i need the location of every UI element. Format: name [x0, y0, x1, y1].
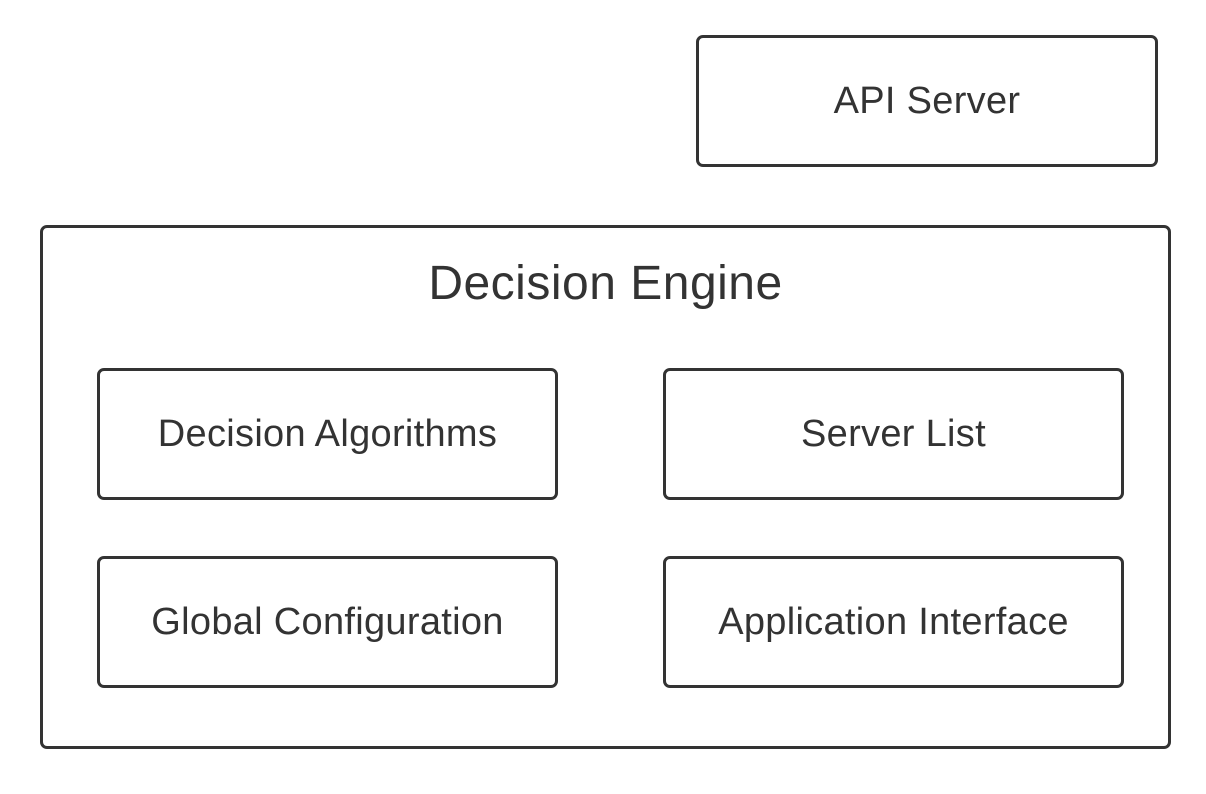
application-interface-box: Application Interface: [663, 556, 1124, 688]
api-server-label: API Server: [833, 79, 1021, 122]
decision-algorithms-label: Decision Algorithms: [157, 412, 498, 455]
server-list-box: Server List: [663, 368, 1124, 500]
decision-engine-box: Decision Engine Decision Algorithms Serv…: [40, 225, 1171, 749]
decision-algorithms-box: Decision Algorithms: [97, 368, 558, 500]
decision-engine-title: Decision Engine: [428, 257, 783, 310]
api-server-box: API Server: [696, 35, 1158, 167]
application-interface-label: Application Interface: [718, 600, 1069, 643]
global-configuration-box: Global Configuration: [97, 556, 558, 688]
server-list-label: Server List: [801, 412, 986, 455]
global-configuration-label: Global Configuration: [151, 600, 504, 643]
